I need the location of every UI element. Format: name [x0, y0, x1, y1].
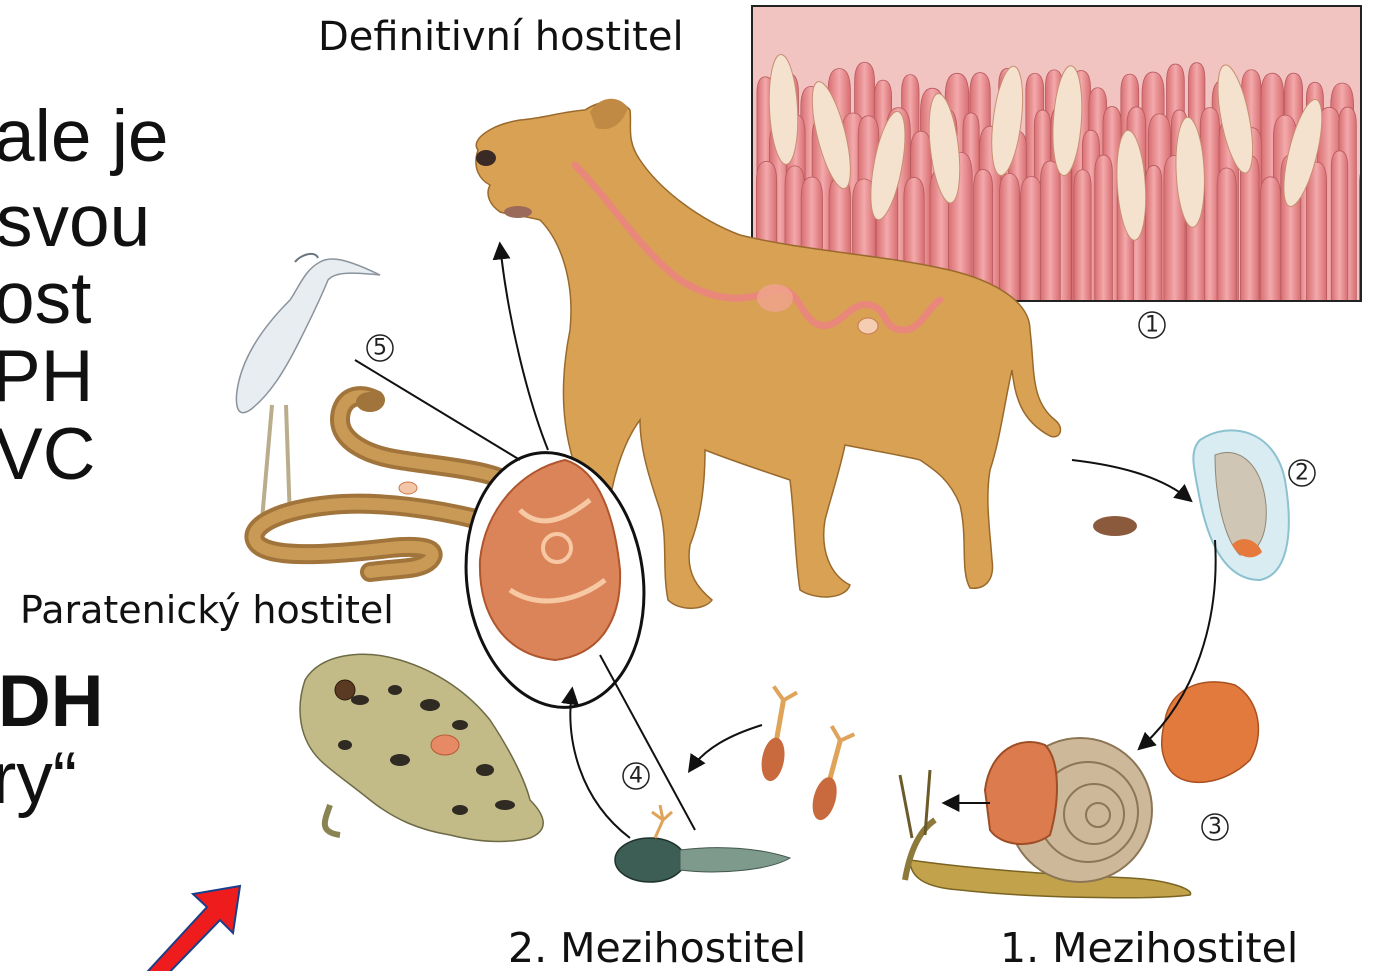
first-intermediate-host-label: 1. Mezihostitel — [1000, 924, 1298, 972]
paratenic-host-label: Paratenický hostitel — [20, 588, 394, 632]
stage-number-4: 4 — [623, 763, 649, 789]
svg-text:2: 2 — [1295, 461, 1309, 486]
intestinal-villus — [1020, 176, 1042, 305]
svg-text:1: 1 — [1145, 313, 1159, 338]
intestinal-villus — [1260, 177, 1281, 305]
intestinal-villus — [1331, 151, 1347, 305]
svg-text:5: 5 — [373, 336, 387, 361]
frog-illustration — [300, 654, 543, 841]
intestinal-villus — [1095, 155, 1113, 305]
intestinal-villus — [1000, 173, 1020, 305]
intestinal-villus — [1074, 170, 1091, 305]
svg-text:4: 4 — [629, 764, 643, 789]
egg-illustration — [1193, 430, 1288, 580]
intestinal-villus — [1365, 106, 1373, 305]
intestinal-villus — [1041, 161, 1061, 305]
snail-illustration — [900, 738, 1191, 898]
intestinal-villus — [1217, 168, 1236, 305]
second-intermediate-host-label: 2. Mezihostitel — [508, 924, 806, 972]
red-pointer-arrow — [148, 886, 240, 971]
feces-illustration — [1093, 516, 1137, 536]
stage-number-1: 1 — [1139, 312, 1165, 338]
tadpole-illustration — [615, 805, 790, 882]
stage-number-2: 2 — [1289, 460, 1315, 486]
stage-number-3: 3 — [1202, 814, 1228, 840]
intestinal-villus — [1240, 155, 1259, 305]
intestinal-villus — [1146, 165, 1162, 305]
definitive-host-label: Definitivní hostitel — [318, 14, 684, 60]
svg-text:3: 3 — [1208, 815, 1222, 840]
intestinal-villus — [1307, 162, 1327, 305]
intestinal-villus — [1362, 88, 1373, 305]
stage-number-5: 5 — [367, 335, 393, 361]
